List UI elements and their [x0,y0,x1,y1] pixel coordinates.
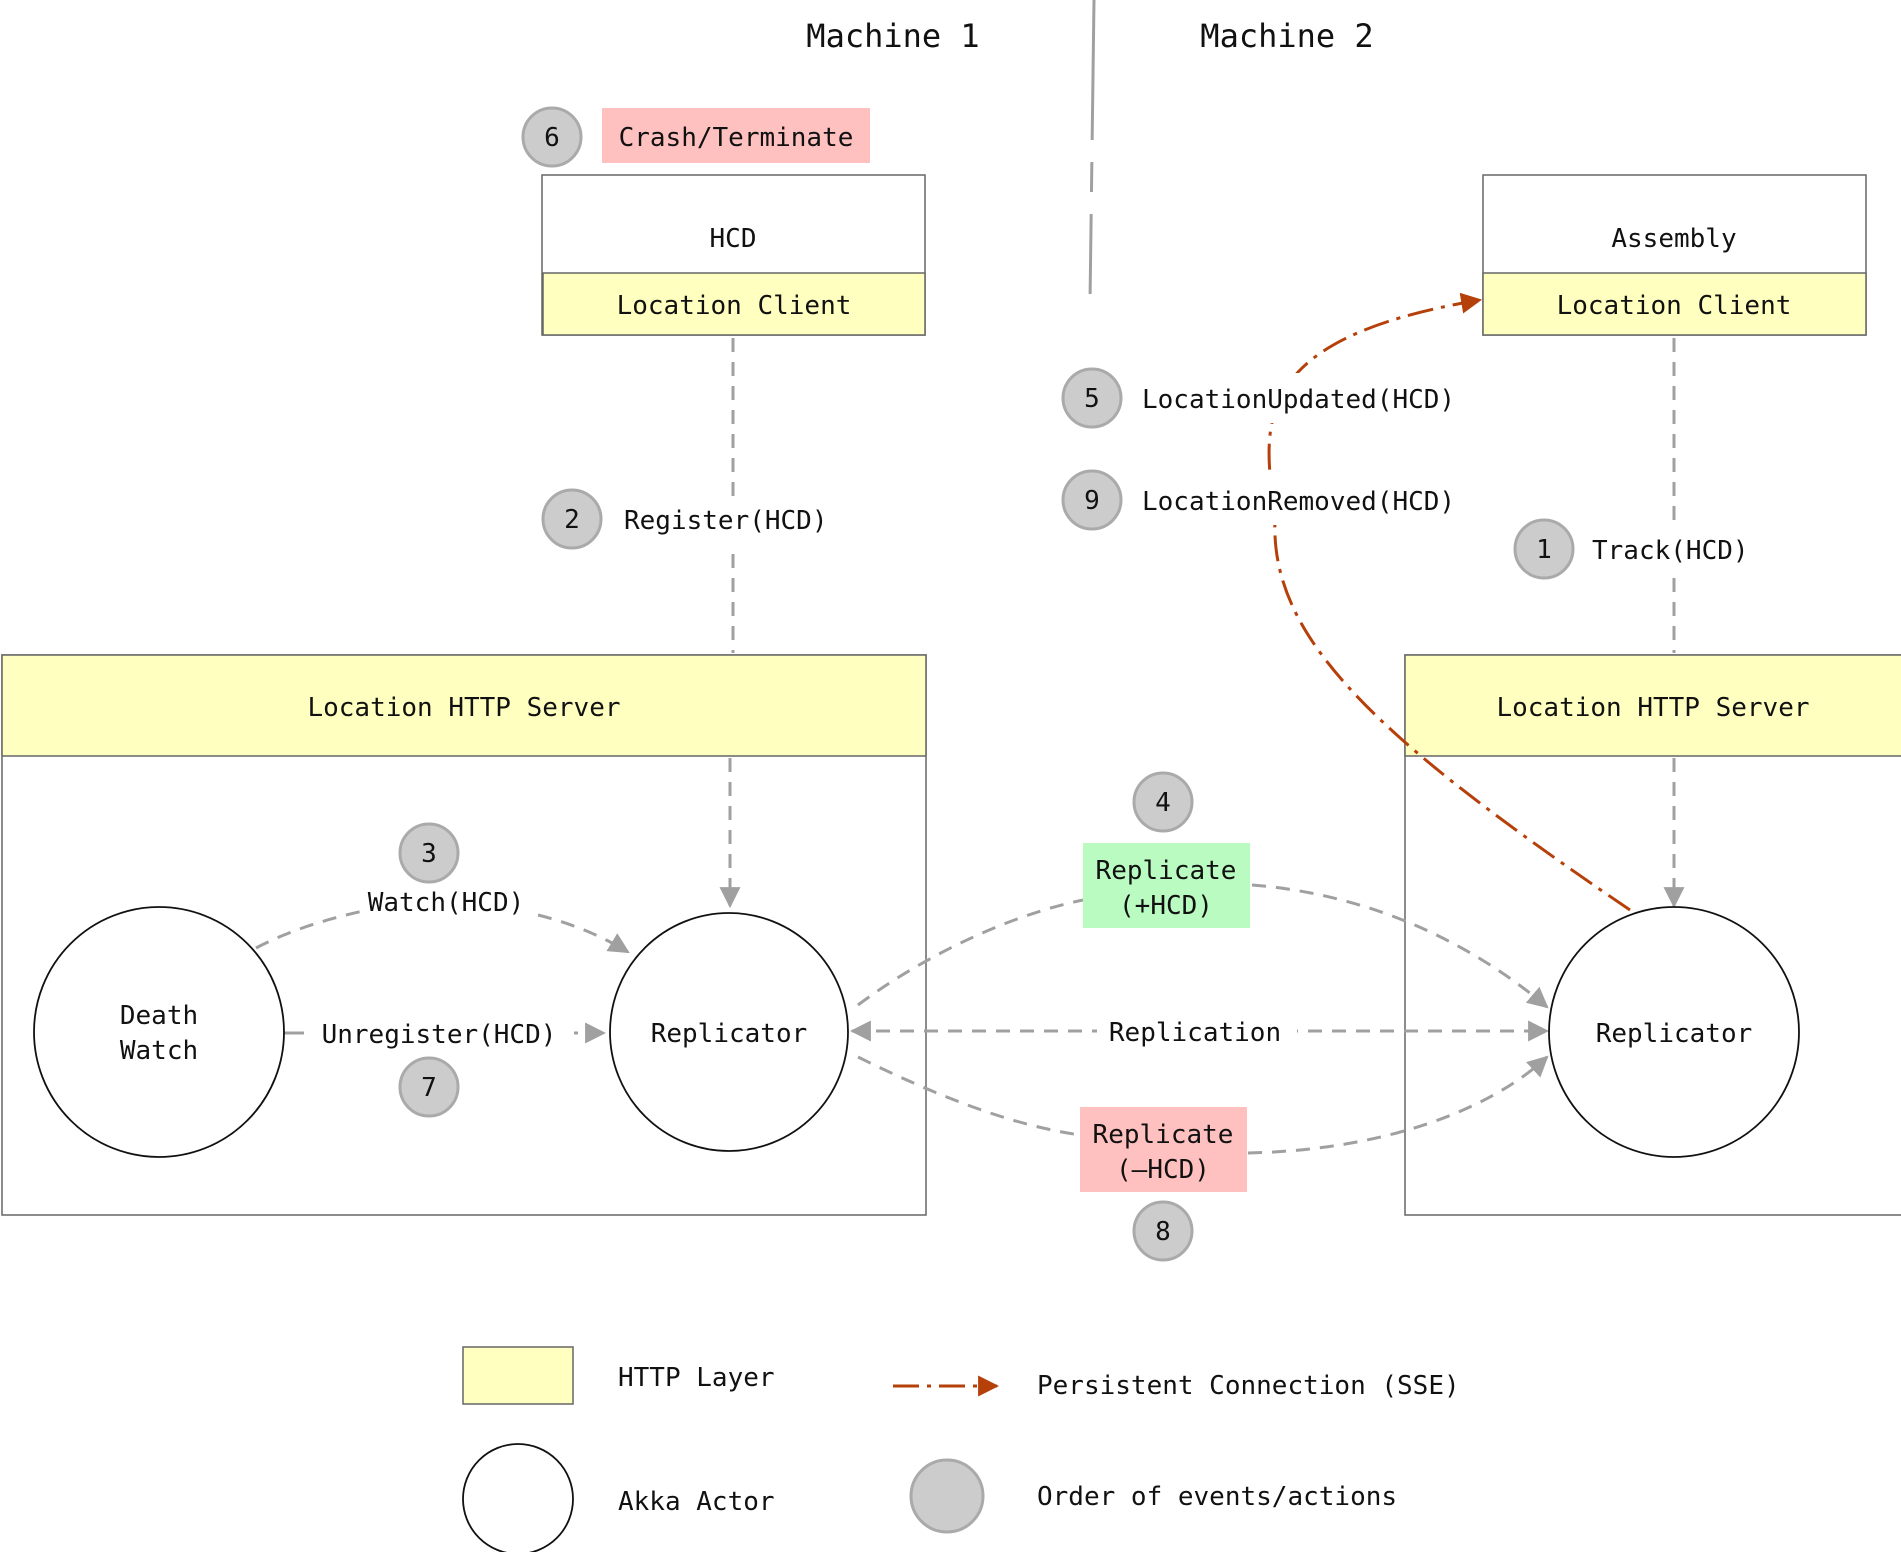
register-label-bg [612,500,842,544]
right-replicator-circle [1548,906,1800,1158]
left-replicator-actor: Replicator [609,912,849,1152]
step-badge-8-num: 8 [1155,1217,1171,1247]
right-server-title: Location HTTP Server [1496,693,1809,723]
right-replicator-actor: Replicator [1548,906,1800,1158]
legend-http-layer-label: HTTP Layer [618,1363,775,1393]
right-replicator-label: Replicator [1596,1019,1753,1049]
step-badge-2 [541,488,603,550]
unregister-label: Unregister(HCD) [322,1020,557,1050]
watch-arrow-end [537,913,630,954]
assembly-title: Assembly [1611,224,1736,254]
step-badge-9-num: 9 [1084,486,1100,516]
step-badge-4 [1132,771,1194,833]
left-server-title: Location HTTP Server [307,693,620,723]
hcd-location-client-box [542,272,926,336]
track-label-bg [1584,530,1759,574]
step-badge-2-num: 2 [564,505,580,535]
left-server-header [1,654,927,757]
step-badge-7-num: 7 [421,1073,437,1103]
location-removed-bg [1135,475,1475,525]
crash-terminate-box [602,108,870,163]
step-badge-9 [1061,469,1123,531]
death-watch-actor: Death Watch [33,906,285,1158]
machine-1-label: Machine 1 [806,17,979,55]
replicate-remove-line1: Replicate [1093,1120,1234,1150]
step-badge-5 [1061,367,1123,429]
replication-label: Replication [1109,1018,1281,1048]
legend-order-swatch [909,1458,985,1534]
location-updated-bg [1135,373,1475,423]
right-server-header [1404,654,1901,757]
replicate-remove-curve-left [857,1055,1081,1137]
replicate-remove-line2: (–HCD) [1116,1155,1210,1185]
legend-akka-actor-swatch [462,1443,574,1552]
step-badge-8 [1132,1200,1194,1262]
replicate-add-line2: (+HCD) [1119,891,1213,921]
legend-http-layer-swatch [462,1346,574,1405]
machine-2-label: Machine 2 [1200,17,1373,55]
sse-connection-arrow [1267,292,1631,912]
death-watch-label-line1: Death [120,1001,198,1031]
left-replicator-circle [609,912,849,1152]
hcd-component: HCD Location Client [541,174,926,336]
register-label: Register(HCD) [624,506,828,536]
legend: HTTP Layer Akka Actor Persistent Connect… [462,1346,1460,1552]
step-badge-6-num: 6 [544,123,560,153]
assembly-location-client-label: Location Client [1557,291,1792,321]
step-badge-1-num: 1 [1536,535,1552,565]
replication-label-bg [1097,1012,1297,1052]
step-badge-6 [521,106,583,168]
step-badge-4-num: 4 [1155,788,1171,818]
location-removed-label: LocationRemoved(HCD) [1142,487,1455,517]
assembly-component: Assembly Location Client [1482,174,1867,336]
step-badge-1 [1513,518,1575,580]
replicate-add-line1: Replicate [1096,856,1237,886]
death-watch-label-line2: Watch [120,1036,198,1066]
watch-label: Watch(HCD) [368,888,525,918]
crash-terminate-label: Crash/Terminate [619,123,854,153]
track-label: Track(HCD) [1592,536,1749,566]
legend-order-label: Order of events/actions [1037,1482,1397,1512]
hcd-title: HCD [710,224,757,254]
replicate-remove-box [1080,1107,1247,1192]
replicate-add-curve-right [1251,883,1549,1009]
step-badge-3 [398,822,460,884]
death-watch-circle [33,906,285,1158]
step-badge-5-num: 5 [1084,384,1100,414]
hcd-location-client-label: Location Client [617,291,852,321]
legend-akka-actor-label: Akka Actor [618,1487,775,1517]
assembly-location-client-box [1482,272,1867,336]
replicate-remove-curve-right [1247,1055,1549,1155]
replicate-add-box [1083,843,1250,928]
machine-divider [1088,0,1096,304]
legend-sse-label: Persistent Connection (SSE) [1037,1371,1460,1401]
replicate-add-curve-left [857,898,1084,1007]
watch-arrow-start [255,908,369,950]
step-badge-3-num: 3 [421,839,437,869]
location-updated-label: LocationUpdated(HCD) [1142,385,1455,415]
left-replicator-label: Replicator [651,1019,808,1049]
step-badge-7 [398,1056,460,1118]
